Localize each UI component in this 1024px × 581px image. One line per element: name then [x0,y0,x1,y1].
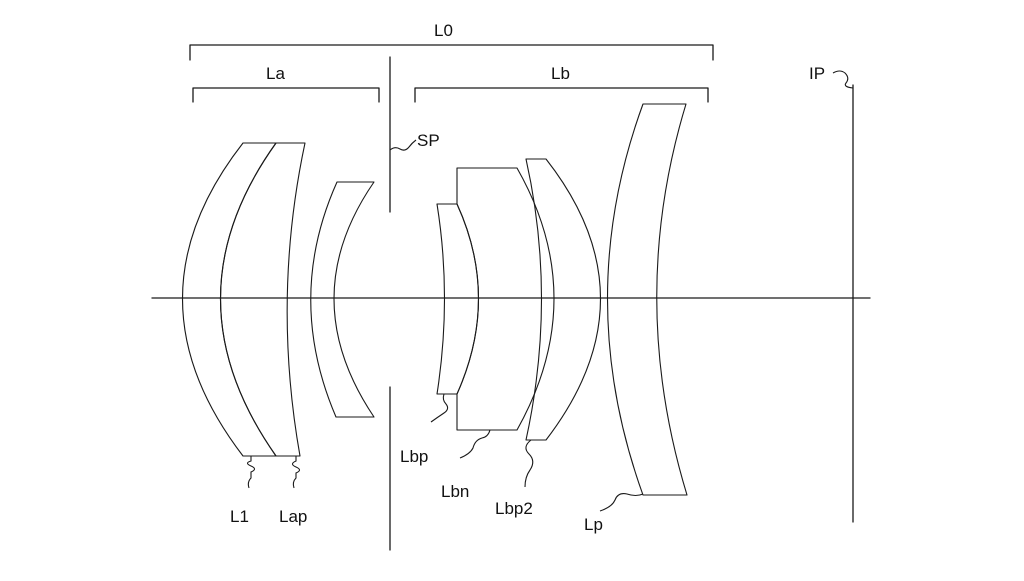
lens-lbp [436,203,479,395]
lbp2-leader [524,439,534,488]
label-lp: Lp [584,515,603,534]
la-bracket [192,87,380,103]
label-l0: L0 [434,21,453,40]
lens-l1 [181,142,277,457]
lens-lbn [456,167,555,431]
label-la: La [266,64,285,83]
lens-front-meniscus [310,181,375,418]
lens-lbp2 [525,158,601,441]
l0-bracket [189,44,714,61]
lb-bracket [414,87,709,103]
label-lbp2: Lbp2 [495,499,533,518]
label-lb: Lb [551,64,570,83]
sp-leader [389,139,417,151]
label-lbn: Lbn [441,482,469,501]
lbn-leader [459,429,491,459]
lens-lp [607,103,688,496]
lap-leader [291,456,301,489]
label-sp: SP [417,131,440,150]
label-l1: L1 [230,507,249,526]
l1-leader [246,456,256,489]
lbp-leader [430,393,449,423]
label-lap: Lap [279,507,307,526]
label-ip: IP [809,64,825,83]
lp-leader [599,493,644,512]
label-lbp: Lbp [400,447,428,466]
lens-lap [220,142,306,457]
ip-leader [832,70,854,89]
